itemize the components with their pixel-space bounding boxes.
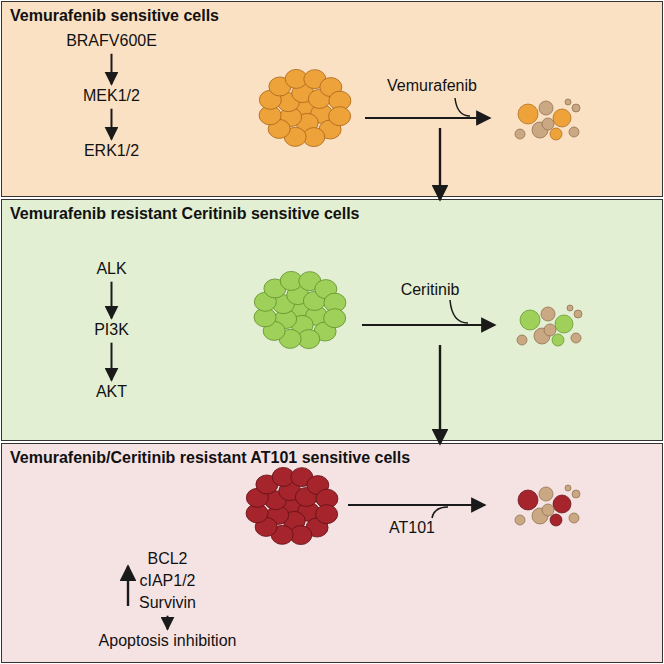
cell <box>316 505 338 524</box>
dying-cell <box>572 490 580 498</box>
dying-cell <box>572 104 580 112</box>
dying-cell <box>565 485 571 491</box>
dying-cell <box>574 310 582 318</box>
pathway-arrow <box>111 282 113 319</box>
dying-cell <box>518 490 538 510</box>
dying-cell <box>542 118 554 130</box>
dying-cell <box>555 315 573 333</box>
pathway-label: AKT <box>96 383 127 400</box>
pathway-term: BRAFV600E <box>63 31 160 51</box>
dying-cell <box>544 324 556 336</box>
dying-cell <box>518 104 538 124</box>
pathway-arrow <box>110 109 112 140</box>
dying-cell <box>541 307 555 321</box>
pathway-arrow <box>111 343 113 381</box>
pathway-label: ALK <box>96 260 126 277</box>
pathway-term: BCL2 <box>144 549 190 569</box>
pathway-arrow <box>110 54 112 85</box>
stage-transition-arrow <box>439 128 441 200</box>
drug-leader <box>432 507 448 518</box>
dying-cells <box>515 99 580 140</box>
pathway-term: Survivin <box>136 593 199 613</box>
drug-name: Ceritinib <box>399 281 462 299</box>
pathway-term: Apoptosis inhibition <box>96 631 240 651</box>
dying-cell <box>565 99 571 105</box>
dying-cell <box>539 487 553 501</box>
dying-cell <box>552 334 564 346</box>
panel-heading: Vemurafenib/Ceritinib resistant AT101 se… <box>2 444 662 472</box>
cell <box>324 309 346 328</box>
pathway-term: ERK1/2 <box>81 141 142 161</box>
treatment-arrow <box>348 504 485 506</box>
dying-cell <box>539 101 553 115</box>
pathway-label: ERK1/2 <box>84 142 139 159</box>
panel-heading: Vemurafenib sensitive cells <box>2 2 662 30</box>
pathway-term: ALK <box>93 259 129 279</box>
pathway-label: Apoptosis inhibition <box>99 632 237 649</box>
dying-cell <box>569 513 579 523</box>
dying-cell <box>553 495 571 513</box>
dying-cell <box>569 127 579 137</box>
stage-transition-arrow <box>439 345 441 444</box>
dying-cell <box>515 515 525 525</box>
dying-cell <box>567 305 573 311</box>
dying-cell <box>520 310 540 330</box>
cell-cluster <box>254 271 346 348</box>
upregulation-arrow <box>127 566 129 606</box>
cell-cluster <box>259 69 351 146</box>
dying-cells <box>515 485 580 526</box>
pathway-term: MEK1/2 <box>80 86 143 106</box>
pathway-arrow <box>167 616 169 630</box>
pathway-label: BRAFV600E <box>66 32 157 49</box>
dying-cell <box>550 128 562 140</box>
pathway-term: AKT <box>93 382 130 402</box>
cell <box>329 107 351 126</box>
pathway-term: PI3K <box>91 320 132 340</box>
dying-cell <box>517 335 527 345</box>
dying-cell <box>542 504 554 516</box>
double-resistant-panel: Vemurafenib/Ceritinib resistant AT101 se… <box>1 443 663 663</box>
pathway-label: MEK1/2 <box>83 87 140 104</box>
drug-name: Vemurafenib <box>385 77 479 95</box>
treatment-arrow <box>365 117 490 119</box>
dying-cell <box>571 333 581 343</box>
pathway-label: PI3K <box>94 321 129 338</box>
drug-leader <box>450 300 468 323</box>
drug-leader <box>455 98 470 116</box>
pathway-label: Survivin <box>139 594 196 611</box>
dying-cells <box>517 305 582 346</box>
dying-cell <box>515 129 525 139</box>
treatment-arrow <box>362 324 495 326</box>
drug-name: AT101 <box>387 519 437 537</box>
pathway-label: BCL2 <box>147 550 187 567</box>
pathway-term: cIAP1/2 <box>136 571 198 591</box>
dying-cell <box>553 109 571 127</box>
panel-heading: Vemurafenib resistant Ceritinib sensitiv… <box>2 200 662 228</box>
cell-cluster <box>246 467 338 544</box>
pathway-label: cIAP1/2 <box>139 572 195 589</box>
dying-cell <box>550 514 562 526</box>
